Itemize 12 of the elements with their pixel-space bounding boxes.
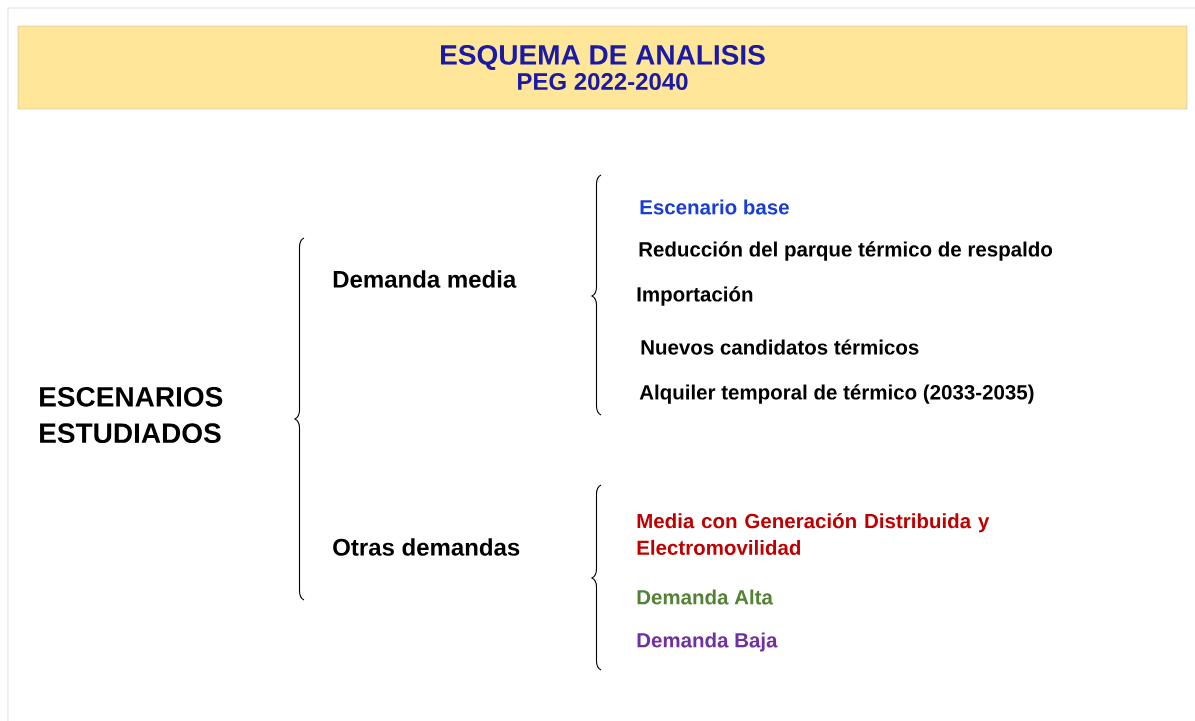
scenario-label: Reducción del parque térmico de respaldo — [639, 241, 1053, 261]
title-banner: ESQUEMA DE ANALISIS PEG 2022-2040 — [17, 25, 1188, 110]
scenario-label: Demanda Baja — [637, 632, 778, 652]
category-heading: ESCENARIOS ESTUDIADOS — [40, 386, 223, 444]
scenario-label: Demanda Alta — [637, 589, 773, 605]
scenario-label: Escenario base — [640, 199, 789, 215]
scenario-label: Importación — [637, 286, 753, 306]
scenario-label: Nuevos candidatos térmicos — [641, 339, 919, 355]
scenario-label: Alquiler temporal de térmico (2033-2035) — [639, 384, 1034, 404]
group-label: Otras demandas — [333, 538, 520, 556]
group-label: Demanda media — [333, 270, 517, 288]
scenario-label: Media con Generación Distribuida y Electromovilidad — [637, 513, 990, 555]
